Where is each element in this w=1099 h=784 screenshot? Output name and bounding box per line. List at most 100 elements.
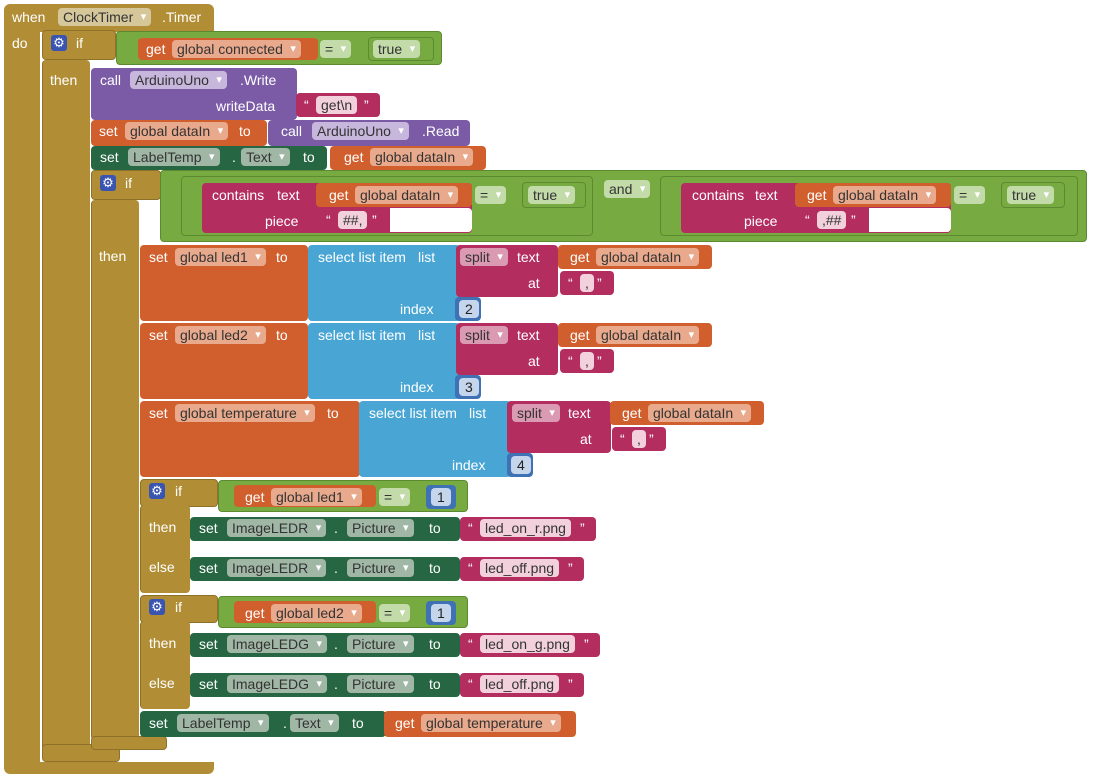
split-dropdown[interactable]: split (512, 404, 560, 422)
piece-label: piece (265, 213, 299, 229)
contains-label: contains (692, 187, 745, 203)
string-comma-field[interactable]: , (580, 352, 594, 370)
inner-if-then-arm (91, 200, 139, 740)
quote-close: ” (649, 431, 654, 447)
call-label: call (100, 72, 122, 88)
variable-dropdown-datain[interactable]: global dataIn (596, 248, 700, 266)
get-label: get (570, 327, 590, 343)
then-label: then (149, 519, 177, 535)
string-piece-start-field[interactable]: ##, (338, 211, 368, 229)
eq-operator-dropdown[interactable]: = (475, 186, 507, 204)
variable-dropdown-datain[interactable]: global dataIn (370, 148, 474, 166)
variable-dropdown-led1[interactable]: global led1 (271, 488, 362, 506)
and-operator-dropdown[interactable]: and (604, 180, 651, 198)
variable-dropdown-datain[interactable]: global dataIn (596, 326, 700, 344)
labeltemp-component-dropdown[interactable]: LabelTemp (128, 148, 220, 166)
string-led-off-field[interactable]: led_off.png (480, 559, 560, 577)
text-label: text (755, 187, 778, 203)
variable-dropdown-datain[interactable]: global dataIn (355, 186, 459, 204)
picture-property-dropdown[interactable]: Picture (347, 635, 414, 653)
string-piece-end-field[interactable]: ,## (817, 211, 847, 229)
text-property-dropdown[interactable]: Text (290, 714, 339, 732)
number-field-4[interactable]: 4 (511, 456, 531, 474)
get-label: get (146, 41, 166, 57)
variable-dropdown-led2[interactable]: global led2 (175, 326, 266, 344)
variable-dropdown-temperature[interactable]: global temperature (421, 714, 561, 732)
to-label: to (276, 249, 288, 265)
true-dropdown[interactable]: true (528, 186, 576, 204)
quote-close: ” (597, 353, 602, 369)
quote-close: ” (597, 275, 602, 291)
string-get-cmd-field[interactable]: get\n (316, 96, 358, 114)
eq-operator-dropdown[interactable]: = (379, 488, 411, 506)
piece-label: piece (744, 213, 778, 229)
eq-operator-dropdown[interactable]: = (954, 186, 986, 204)
dot-label: . (334, 636, 338, 652)
set-label: set (149, 249, 168, 265)
labeltemp-component-dropdown[interactable]: LabelTemp (177, 714, 269, 732)
dot-label: . (334, 676, 338, 692)
dot-label: . (232, 149, 236, 165)
contains-label: contains (212, 187, 265, 203)
select-list-item-block-led2[interactable] (308, 323, 460, 399)
set-label: set (199, 636, 218, 652)
imageledg-component-dropdown[interactable]: ImageLEDG (227, 635, 328, 653)
imageledr-component-dropdown[interactable]: ImageLEDR (227, 559, 327, 577)
number-field-1[interactable]: 1 (431, 604, 451, 622)
to-label: to (327, 405, 339, 421)
arduino-component-dropdown[interactable]: ArduinoUno (130, 71, 227, 89)
to-label: to (429, 560, 441, 576)
picture-property-dropdown[interactable]: Picture (347, 675, 414, 693)
eq-operator-dropdown[interactable]: = (320, 40, 352, 58)
index-label: index (400, 301, 434, 317)
select-list-item-block-led1[interactable] (308, 245, 460, 321)
string-comma-field[interactable]: , (580, 274, 594, 292)
variable-dropdown-led2[interactable]: global led2 (271, 604, 362, 622)
quote-open: “ (568, 275, 573, 291)
variable-dropdown-datain[interactable]: global dataIn (648, 404, 752, 422)
variable-dropdown-connected[interactable]: global connected (172, 40, 301, 58)
if-led1-arm (140, 505, 190, 593)
imageledg-component-dropdown[interactable]: ImageLEDG (227, 675, 328, 693)
true-dropdown[interactable]: true (373, 40, 421, 58)
number-field-1[interactable]: 1 (431, 488, 451, 506)
outer-if-then-arm (42, 60, 90, 750)
number-field-2[interactable]: 2 (459, 300, 479, 318)
select-list-item-block-temperature[interactable] (359, 401, 511, 477)
if-label: if (175, 483, 182, 499)
true-dropdown[interactable]: true (1007, 186, 1055, 204)
clocktimer-component-dropdown[interactable]: ClockTimer (58, 8, 152, 26)
string-led-on-r-field[interactable]: led_on_r.png (480, 519, 571, 537)
picture-property-dropdown[interactable]: Picture (347, 519, 414, 537)
picture-property-dropdown[interactable]: Picture (347, 559, 414, 577)
imageledr-component-dropdown[interactable]: ImageLEDR (227, 519, 327, 537)
eq-operator-dropdown[interactable]: = (379, 604, 411, 622)
gear-icon[interactable]: ⚙ (149, 599, 165, 615)
gear-icon[interactable]: ⚙ (149, 483, 165, 499)
variable-dropdown-led1[interactable]: global led1 (175, 248, 266, 266)
at-label: at (528, 353, 540, 369)
variable-dropdown-datain[interactable]: global dataIn (125, 122, 229, 140)
call-label: call (281, 123, 303, 139)
dot-label: . (334, 560, 338, 576)
quote-open: “ (304, 97, 309, 113)
set-label: set (149, 327, 168, 343)
gear-icon[interactable]: ⚙ (51, 35, 67, 51)
then-label: then (50, 72, 78, 88)
get-label: get (245, 489, 265, 505)
variable-dropdown-datain[interactable]: global dataIn (833, 186, 937, 204)
split-dropdown[interactable]: split (460, 248, 508, 266)
quote-close: ” (568, 676, 573, 692)
arduino-component-dropdown[interactable]: ArduinoUno (312, 122, 409, 140)
variable-dropdown-temperature[interactable]: global temperature (175, 404, 315, 422)
split-dropdown[interactable]: split (460, 326, 508, 344)
writedata-label: writeData (216, 98, 276, 114)
text-property-dropdown[interactable]: Text (241, 148, 290, 166)
gear-icon[interactable]: ⚙ (100, 175, 116, 191)
to-label: to (429, 676, 441, 692)
string-led-on-g-field[interactable]: led_on_g.png (480, 635, 575, 653)
number-field-3[interactable]: 3 (459, 378, 479, 396)
string-led-off-field[interactable]: led_off.png (480, 675, 560, 693)
string-comma-field[interactable]: , (632, 430, 646, 448)
